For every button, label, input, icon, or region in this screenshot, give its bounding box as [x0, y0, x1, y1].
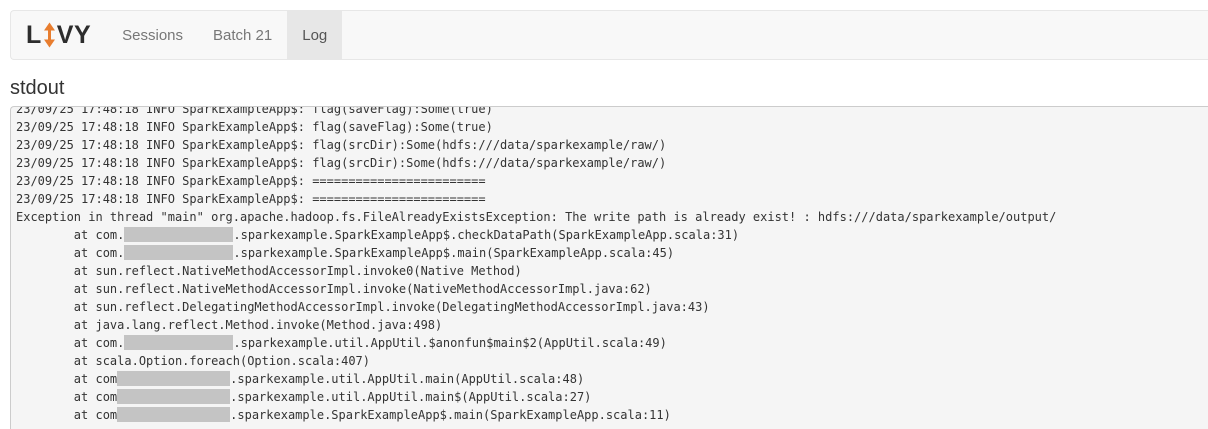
log-line: at scala.Option.foreach(Option.scala:407… — [16, 354, 371, 368]
log-line: at com..sparkexample.util.AppUtil.$anonf… — [16, 335, 667, 350]
stdout-heading: stdout — [10, 77, 65, 99]
redacted-text — [117, 407, 231, 422]
log-content: 23/09/25 17:48:18 INFO SparkExampleApp$:… — [16, 106, 1203, 424]
log-line: at com.sparkexample.SparkExampleApp$.mai… — [16, 407, 671, 422]
log-line: Exception in thread "main" org.apache.ha… — [16, 210, 1057, 224]
log-line: 23/09/25 17:48:18 INFO SparkExampleApp$:… — [16, 120, 493, 134]
redacted-text — [117, 371, 231, 386]
log-line: at sun.reflect.NativeMethodAccessorImpl.… — [16, 282, 652, 296]
tab-batch-21[interactable]: Batch 21 — [213, 26, 273, 44]
livy-logo-left: L — [26, 20, 42, 49]
livy-logo-right: VY — [56, 20, 92, 49]
nav-tabs: Sessions Batch 21 Log — [107, 11, 343, 59]
log-line: 23/09/25 17:48:18 INFO SparkExampleApp$:… — [16, 174, 486, 188]
log-line: at com.sparkexample.util.AppUtil.main(Ap… — [16, 371, 585, 386]
log-line: at com..sparkexample.SparkExampleApp$.ma… — [16, 245, 675, 260]
log-output[interactable]: 23/09/25 17:48:18 INFO SparkExampleApp$:… — [10, 106, 1208, 429]
navbar: L VY Sessions Batch 21 Log — [10, 10, 1208, 60]
redacted-text — [124, 335, 234, 350]
log-line: at sun.reflect.NativeMethodAccessorImpl.… — [16, 264, 522, 278]
log-line: at com..sparkexample.SparkExampleApp$.ch… — [16, 227, 740, 242]
redacted-text — [117, 389, 231, 404]
redacted-text — [124, 245, 234, 260]
livy-logo[interactable]: L VY — [11, 11, 107, 59]
log-line: at com.sparkexample.util.AppUtil.main$(A… — [16, 389, 592, 404]
log-line: at java.lang.reflect.Method.invoke(Metho… — [16, 318, 443, 332]
tab-log[interactable]: Log — [287, 11, 343, 59]
log-line: 23/09/25 17:48:18 INFO SparkExampleApp$:… — [16, 106, 493, 116]
log-line: at sun.reflect.DelegatingMethodAccessorI… — [16, 300, 710, 314]
tab-sessions[interactable]: Sessions — [122, 26, 184, 44]
log-line: 23/09/25 17:48:18 INFO SparkExampleApp$:… — [16, 138, 667, 152]
redacted-text — [124, 227, 234, 242]
livy-arrow-icon — [43, 22, 55, 48]
log-line: 23/09/25 17:48:18 INFO SparkExampleApp$:… — [16, 156, 667, 170]
log-line: 23/09/25 17:48:18 INFO SparkExampleApp$:… — [16, 192, 486, 206]
